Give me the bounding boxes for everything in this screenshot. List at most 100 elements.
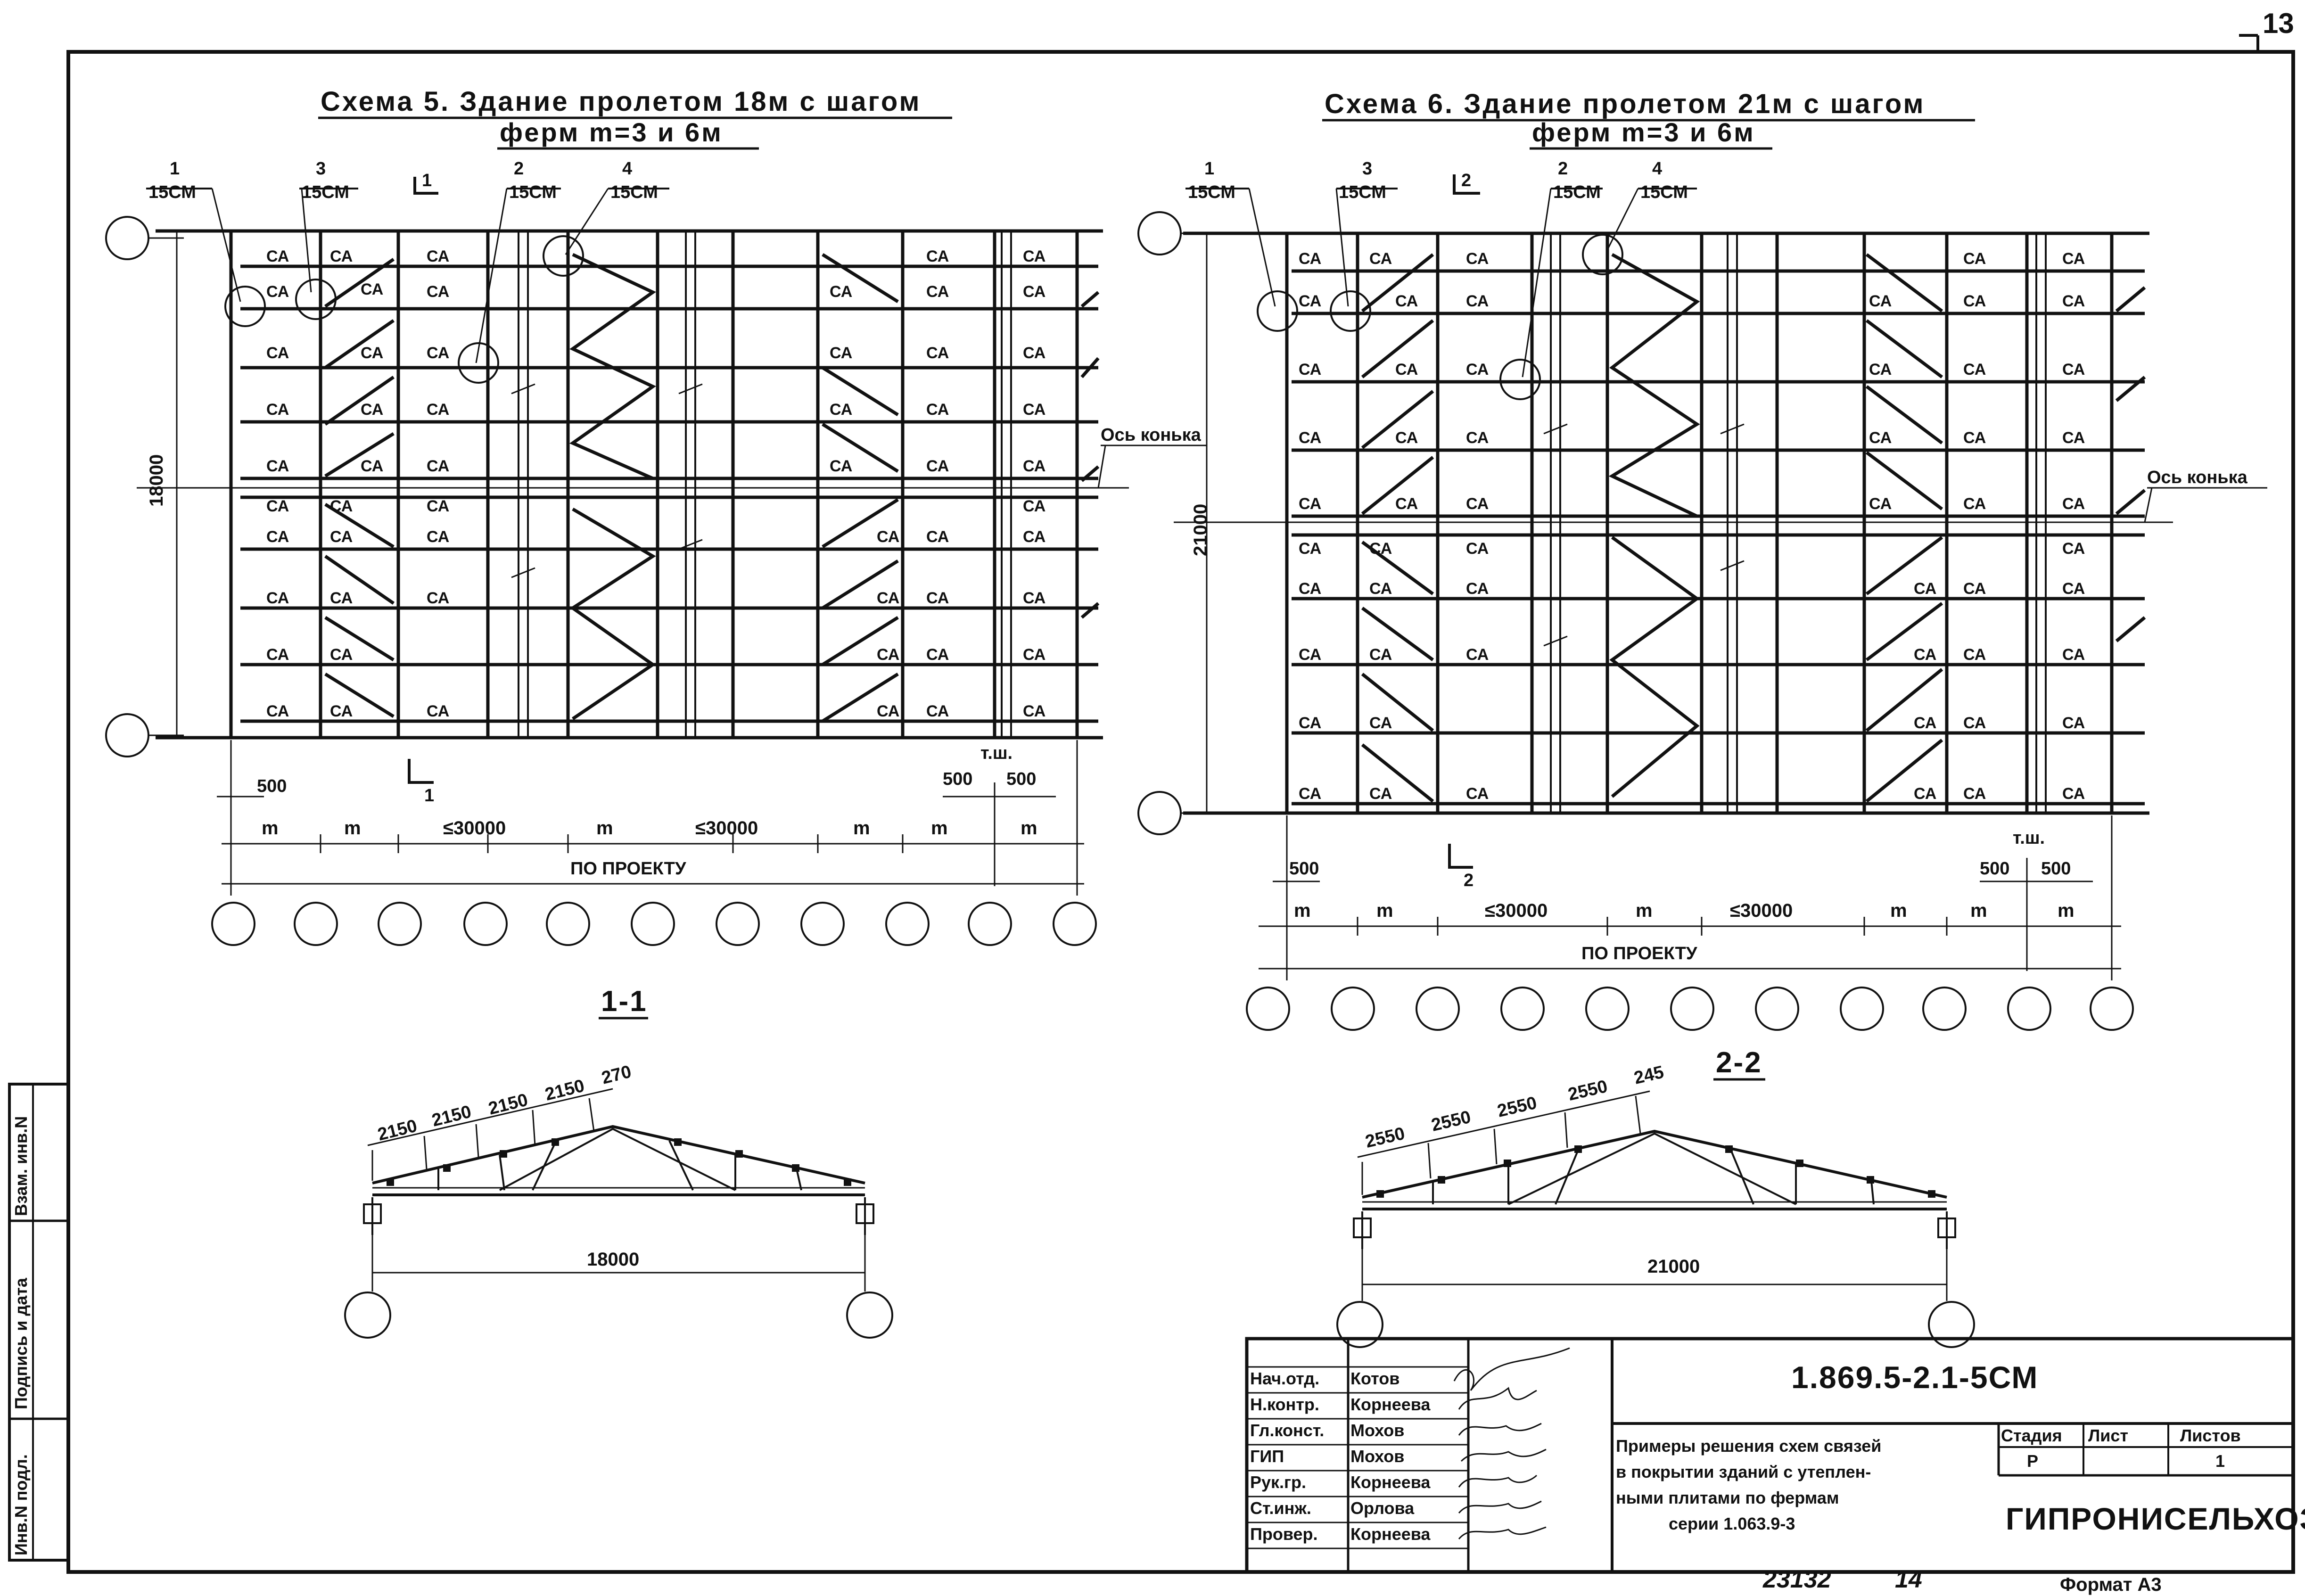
role-label: ГИП [1250,1447,1284,1466]
brace-label: СА [877,646,899,664]
brace-label: СА [330,589,353,607]
brace-label: СА [877,528,899,546]
brace-label: СА [1914,646,1936,664]
page-number-mark: 13 [2239,8,2294,52]
callout-2-num: 2 [514,159,524,179]
drawing-frame [66,50,2295,1574]
scheme6-plan [1137,211,2173,835]
truss-21m [1336,1090,1975,1348]
brace-label: СА [1369,785,1392,803]
stage-value: Р [2027,1451,2038,1471]
brace-label: СА [330,702,353,720]
brace-label: СА [1369,250,1392,268]
brace-label: СА [1369,646,1392,664]
scheme5-bay-dim: m [1021,818,1037,839]
callout-3-code: 15СМ [1339,182,1386,202]
brace-label: СА [427,457,449,475]
scheme6-ridge-label: Ось конька [2147,468,2248,487]
brace-label: СА [1869,495,1892,513]
section-2-2: 2-2 [1336,1046,1975,1348]
callout-4-code: 15СМ [1640,182,1688,202]
brace-label: СА [1466,785,1489,803]
page-number: 13 [2263,8,2294,39]
role-name: Орлова [1350,1498,1415,1518]
callout-3-num: 3 [1362,159,1372,179]
brace-label: СА [2062,540,2085,558]
brace-label: СА [2062,714,2085,732]
brace-label: СА [1023,344,1045,362]
brace-label: СА [2062,785,2085,803]
section1-panel-dim: 270 [600,1062,634,1088]
role-name: Мохов [1350,1421,1404,1440]
brace-label: СА [830,457,852,475]
brace-label: СА [926,344,949,362]
role-label: Провер. [1250,1524,1318,1544]
brace-label: СА [427,702,449,720]
scheme5-bay-dim: m [596,818,613,839]
brace-label: СА [266,702,289,720]
brace-label: СА [1395,292,1418,310]
scheme6-bay-dim: m [2058,900,2074,921]
brace-label: СА [2062,646,2085,664]
scheme6-title: Схема 6. Здание пролетом 21м с шагом [1325,89,1925,119]
scheme5-plan [105,216,1129,757]
brace-label: СА [830,401,852,419]
brace-label: СА [877,702,899,720]
callout-1-num: 1 [170,159,180,179]
scheme5-bay-dim: m [262,818,279,839]
sheets-value: 1 [2215,1451,2225,1471]
side-stamp-inv: Инв.N подл. [11,1454,31,1555]
brace-label: СА [1023,646,1045,664]
brace-label: СА [1963,714,1986,732]
callout-3-code: 15СМ [302,182,349,202]
brace-label: СА [1869,292,1892,310]
scheme6-offset-right-b: 500 [2041,859,2071,879]
section1-span: 18000 [587,1249,639,1270]
section1-panel-dim: 2150 [543,1076,586,1105]
brace-label: СА [1914,785,1936,803]
brace-label: СА [361,401,383,419]
brace-label: СА [1299,429,1321,447]
description-line-4: серии 1.063.9-3 [1669,1514,1795,1533]
description-line-1: Примеры решения схем связей [1616,1436,1881,1456]
brace-label: СА [266,646,289,664]
brace-label: СА [926,646,949,664]
callout-1-code: 15СМ [1188,182,1235,202]
format-label: Формат А3 [2060,1574,2162,1595]
scheme5-bay-dim: m [853,818,870,839]
brace-label: СА [1299,361,1321,378]
scheme6-bay-dim: m [1890,900,1907,921]
scheme6-bay-dim: ≤30000 [1485,900,1548,921]
callout-4-code: 15СМ [610,182,658,202]
brace-label: СА [1466,250,1489,268]
brace-label: СА [1963,361,1986,378]
callout-2-code: 15СМ [509,182,557,202]
sheets-header: Листов [2180,1426,2241,1445]
brace-label: СА [266,344,289,362]
brace-label: СА [1023,457,1045,475]
title-block: Нач.отд. Котов Н.контр. Корнеева Гл.конс… [1245,1337,2305,1574]
sheet-header: Лист [2088,1426,2128,1445]
brace-label: СА [266,401,289,419]
brace-label: СА [830,283,852,301]
brace-label: СА [266,283,289,301]
brace-label: СА [1369,714,1392,732]
side-stamp-signature: Подпись и дата [11,1277,31,1409]
role-label: Ст.инж. [1250,1498,1311,1518]
brace-label: СА [1395,495,1418,513]
brace-label: СА [1466,361,1489,378]
section1-panel-dim: 2150 [486,1090,530,1119]
scheme6-offset-right-a: 500 [1980,859,2009,879]
brace-label: СА [330,528,353,546]
brace-label: СА [427,528,449,546]
scheme5-brace-labels: СА СА СА СА СА СА СА СА СА СА СА СА СА С… [266,247,1045,720]
brace-label: СА [1869,361,1892,378]
section-marker-1-bottom: 1 [424,786,434,806]
role-name: Котов [1350,1369,1399,1388]
brace-label: СА [1369,540,1392,558]
inv-number: 23132 [1762,1566,1831,1593]
brace-label: СА [2062,429,2085,447]
brace-label: СА [926,528,949,546]
brace-label: СА [2062,361,2085,378]
brace-label: СА [1299,714,1321,732]
